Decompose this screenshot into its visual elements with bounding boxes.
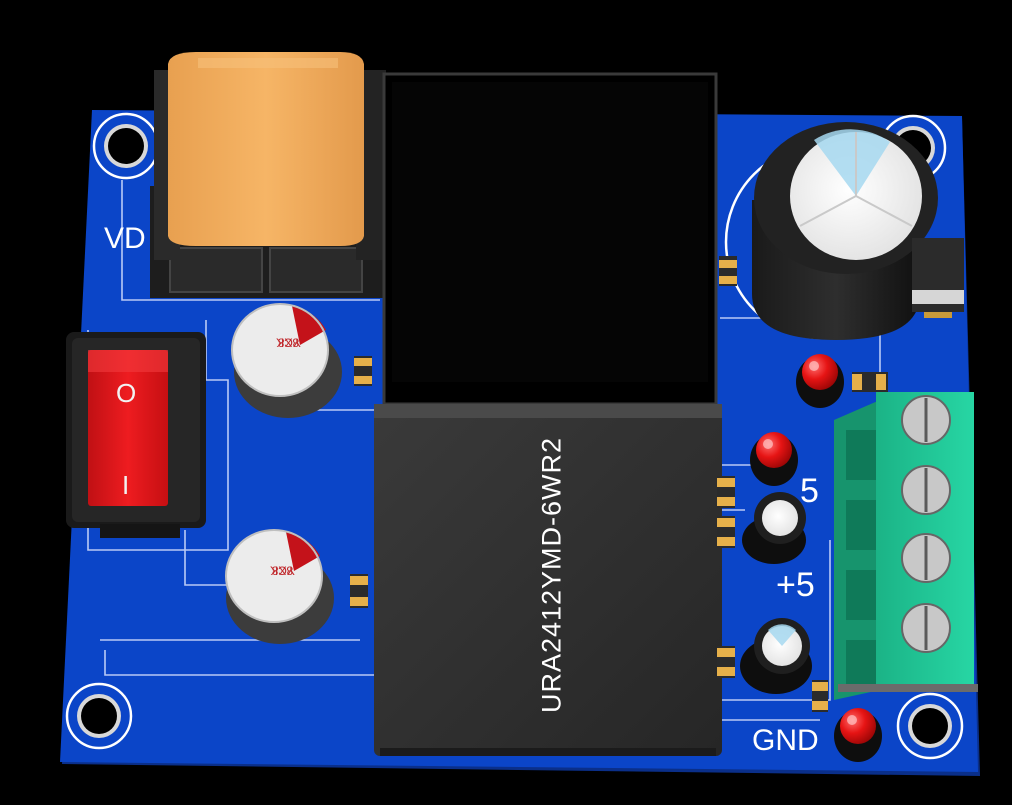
converter-part-number-text: URA2412YMD-6WR2 xyxy=(536,436,567,714)
led-5v xyxy=(750,432,798,486)
mounting-hole-top-left xyxy=(92,112,160,180)
dc-dc-converter xyxy=(374,404,722,756)
smd-diode xyxy=(912,238,964,318)
rocker-switch xyxy=(66,332,206,538)
smd-components xyxy=(350,256,888,712)
screw-terminal-block xyxy=(834,392,978,700)
power-input-header xyxy=(150,52,386,298)
silkscreen-vd-label: VD xyxy=(104,222,146,255)
electrolytic-capacitor-upper xyxy=(231,303,342,418)
electrolytic-capacitor-large xyxy=(724,122,938,340)
small-capacitor-lower xyxy=(740,618,812,694)
capacitor-lower-brand: YCK xyxy=(270,563,295,578)
capacitor-upper-brand: YCK xyxy=(276,335,301,350)
transformer-block xyxy=(382,72,718,406)
switch-off-symbol: O xyxy=(116,378,137,408)
mounting-hole-bottom-right xyxy=(896,692,964,760)
silkscreen-5v-label: 5 xyxy=(800,472,819,510)
mounting-hole-bottom-left xyxy=(65,682,133,750)
electrolytic-capacitor-lower xyxy=(225,529,334,644)
switch-on-symbol: I xyxy=(122,470,130,500)
led-gnd xyxy=(834,708,882,762)
silkscreen-gnd-label: GND xyxy=(752,724,819,757)
small-capacitor-upper xyxy=(742,492,806,564)
silkscreen-plus5v-label: +5 xyxy=(776,566,815,604)
led-power xyxy=(796,354,844,408)
